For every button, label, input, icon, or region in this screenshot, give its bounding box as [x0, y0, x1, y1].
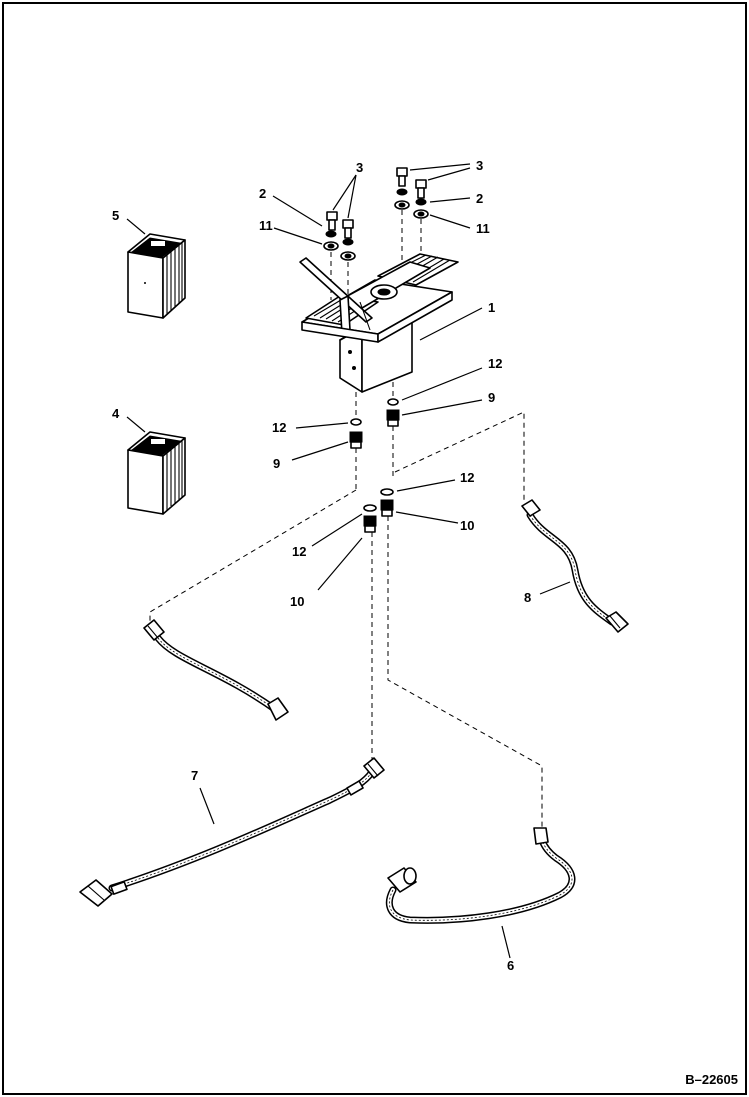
callout-2-left: 2: [259, 186, 266, 201]
hose-part-6: [385, 827, 576, 924]
callout-9-right: 9: [488, 390, 495, 405]
callout-10-right: 10: [460, 518, 474, 533]
fitting-stack-right: [355, 382, 400, 517]
callout-9-left: 9: [273, 456, 280, 471]
callout-11-left: 11: [259, 218, 273, 233]
decal-block-part-5: [127, 233, 186, 319]
callouts: 1 2 2 3 3 4 5 6 7 8 9 9 10 10 11 11 12 1…: [112, 158, 531, 973]
hose-part-7: [79, 757, 385, 907]
callout-11-right: 11: [476, 221, 490, 236]
routing-lines: [149, 411, 543, 828]
bolt-set-right: [394, 167, 429, 270]
callout-12-top-right: 12: [488, 356, 502, 371]
callout-12-left: 12: [272, 420, 286, 435]
decal-block-part-4: [127, 431, 186, 515]
callout-5: 5: [112, 208, 119, 223]
callout-3-right: 3: [476, 158, 483, 173]
callout-12-mid-right: 12: [460, 470, 474, 485]
hose-part-8: [521, 499, 629, 633]
hose-part-left: [143, 619, 289, 721]
leader-lines: [126, 163, 571, 959]
callout-7: 7: [191, 768, 198, 783]
callout-12-lower-left: 12: [292, 544, 306, 559]
figure-reference-code: B–22605: [685, 1072, 738, 1087]
callout-6: 6: [507, 958, 514, 973]
callout-4: 4: [112, 406, 120, 421]
fitting-stack-left: [349, 418, 377, 533]
bolt-set-left: [323, 211, 356, 300]
callout-1: 1: [488, 300, 495, 315]
callout-2-right: 2: [476, 191, 483, 206]
callout-8: 8: [524, 590, 531, 605]
callout-10-left: 10: [290, 594, 304, 609]
pedal-valve-part-1: [299, 253, 459, 393]
callout-3-left: 3: [356, 160, 363, 175]
